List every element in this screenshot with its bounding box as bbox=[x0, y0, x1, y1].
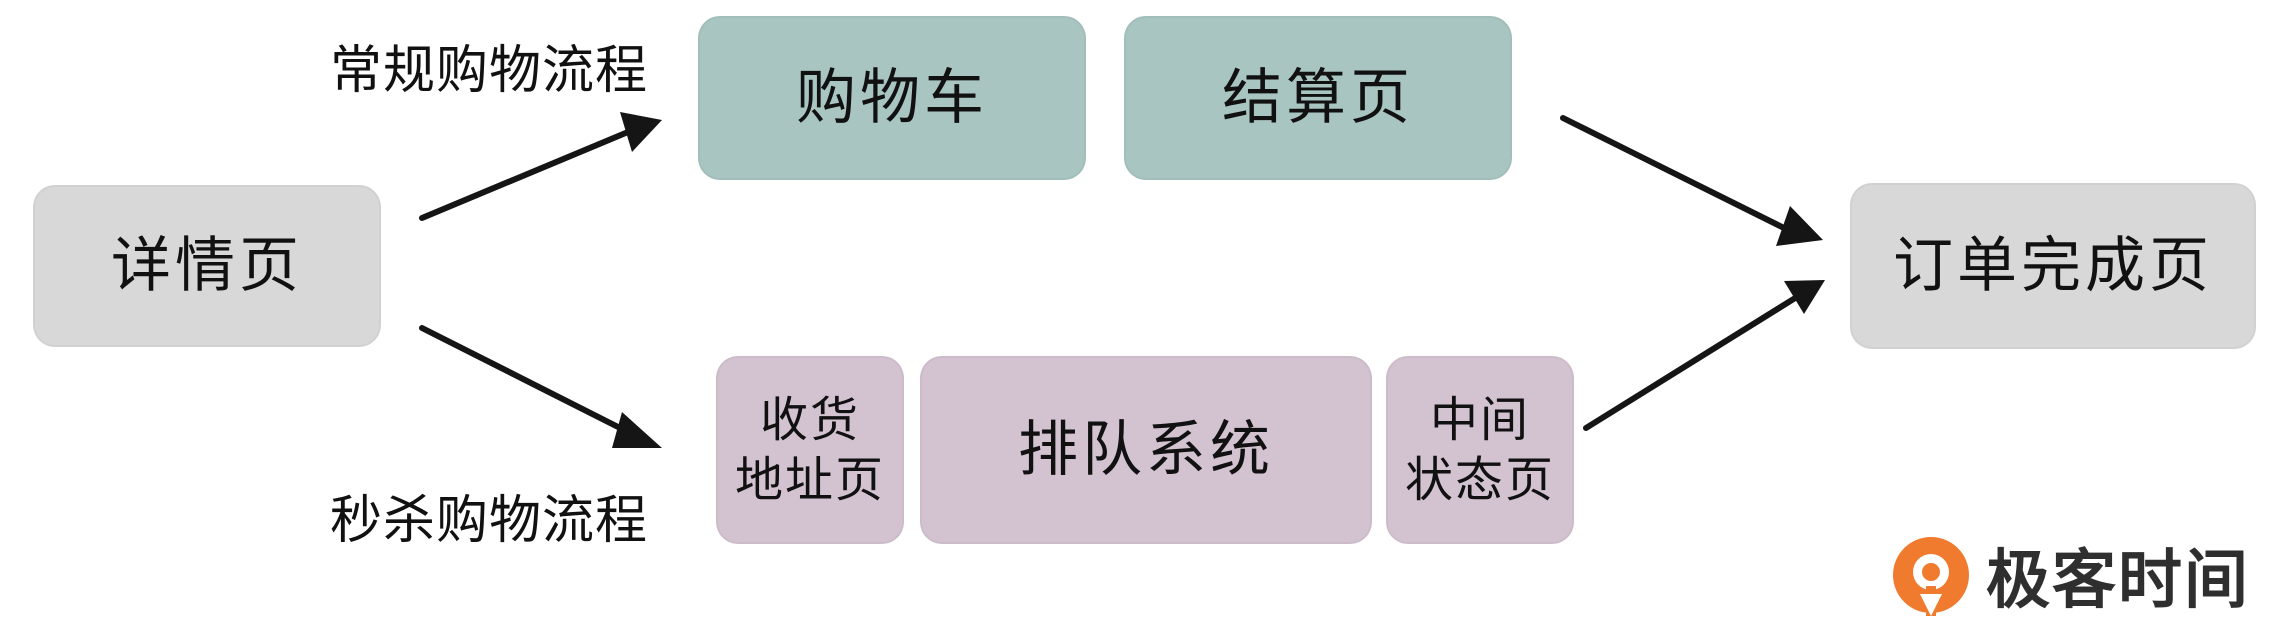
node-order-complete-page-label: 订单完成页 bbox=[1893, 230, 2213, 301]
node-address-page-line1: 收货 bbox=[759, 392, 860, 448]
node-middle-status-page-line2: 状态页 bbox=[1404, 452, 1555, 508]
label-seckill-flow: 秒杀购物流程 bbox=[330, 491, 649, 551]
arrow-checkout-to-order bbox=[1560, 115, 1791, 233]
arrowhead-checkout-to-order bbox=[1776, 206, 1823, 246]
arrow-detail-to-cart bbox=[419, 129, 631, 221]
node-cart: 购物车 bbox=[698, 16, 1086, 180]
node-address-page-line2: 地址页 bbox=[734, 452, 885, 508]
arrowhead-middle-to-order bbox=[1784, 280, 1825, 314]
arrow-middle-to-order bbox=[1583, 292, 1803, 431]
node-queue-system-label: 排队系统 bbox=[1018, 414, 1274, 485]
node-checkout-page-label: 结算页 bbox=[1222, 62, 1414, 133]
node-middle-status-page: 中间 状态页 bbox=[1386, 356, 1574, 544]
geektime-logo-icon bbox=[1893, 537, 1969, 616]
arrow-detail-to-address bbox=[419, 325, 631, 435]
node-queue-system: 排队系统 bbox=[920, 356, 1372, 544]
node-cart-label: 购物车 bbox=[796, 62, 988, 133]
brand-logo: 极客时间 bbox=[1886, 530, 2250, 620]
node-checkout-page: 结算页 bbox=[1124, 16, 1512, 180]
arrowhead-detail-to-cart bbox=[620, 112, 662, 152]
node-detail-page-label: 详情页 bbox=[111, 230, 303, 301]
node-address-page: 收货 地址页 bbox=[716, 356, 904, 544]
arrowhead-detail-to-address bbox=[612, 412, 662, 448]
node-middle-status-page-line1: 中间 bbox=[1429, 392, 1530, 448]
brand-name: 极客时间 bbox=[1986, 544, 2250, 618]
label-regular-flow: 常规购物流程 bbox=[330, 41, 649, 101]
node-order-complete-page: 订单完成页 bbox=[1850, 183, 2256, 349]
node-detail-page: 详情页 bbox=[33, 185, 381, 347]
